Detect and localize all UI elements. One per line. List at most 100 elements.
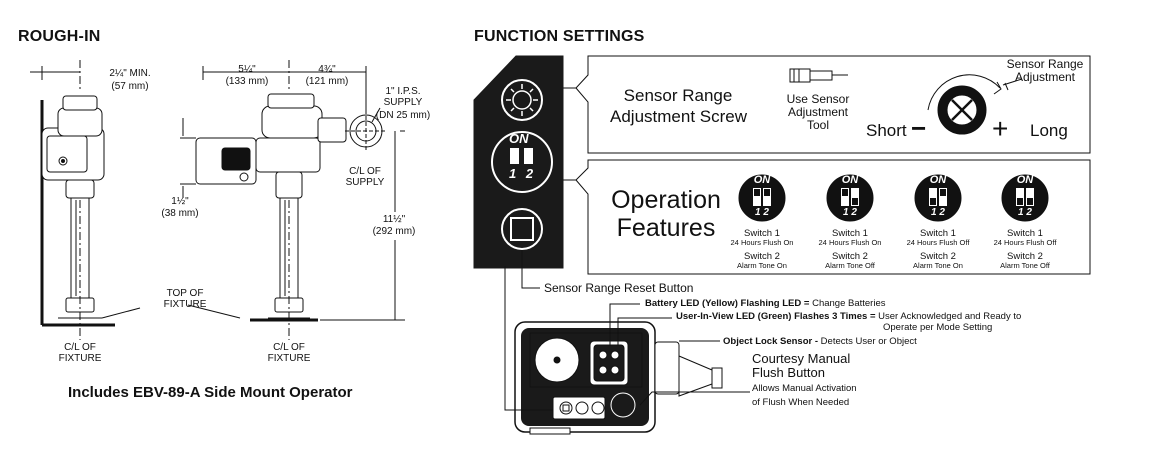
sensor-range-label-2: Adjustment Screw (610, 107, 747, 126)
courtesy-label-1: Courtesy Manual (752, 351, 851, 366)
object-lock-callout: Object Lock Sensor - Detects User or Obj… (723, 336, 917, 347)
dip-on-label: ON (841, 174, 859, 186)
mode-switch2-desc: Alarm Tone Off (1000, 261, 1050, 270)
mode-switch1-desc: 24 Hours Flush Off (906, 238, 970, 247)
dip-switch-slot (1026, 188, 1034, 206)
dip-switch-knob (852, 198, 858, 205)
dim-right-mm: (121 mm) (305, 76, 349, 87)
cl-supply-1: C/L OF (349, 166, 381, 177)
supply-label-mm: (DN 25 mm) (375, 110, 431, 121)
dip-switch-knob (940, 189, 946, 196)
dim-small-mm: (38 mm) (161, 208, 199, 219)
dip-switch-slot (929, 188, 937, 206)
cl-fixture-right-1: C/L OF (273, 342, 305, 353)
supply-label: 1" I.P.S. (385, 86, 421, 97)
supply-label-2: SUPPLY (383, 97, 423, 108)
mode-switch1-desc: 24 Hours Flush Off (993, 238, 1057, 247)
dip-switch-knob (842, 189, 848, 196)
operation-label-1: Operation (611, 186, 721, 214)
battery-led-callout: Battery LED (Yellow) Flashing LED = Chan… (645, 298, 886, 309)
user-led-text-1: User Acknowledged and Ready to (878, 311, 1022, 322)
mode-switch2-label: Switch 2 (744, 251, 780, 262)
mode-switch1-label: Switch 1 (832, 228, 868, 239)
top-of-fixture-1: TOP OF (166, 288, 204, 299)
minus-icon: − (911, 113, 927, 143)
dip-switch-slot (841, 188, 849, 206)
rough-in-title: ROUGH-IN (18, 28, 101, 45)
function-settings-title: FUNCTION SETTINGS (474, 28, 645, 45)
dim-left-mm: (133 mm) (225, 76, 269, 87)
dip-switch-icon (914, 174, 962, 222)
mode-switch1-desc: 24 Hours Flush On (730, 238, 794, 247)
mode-switch1-desc: 24 Hours Flush On (818, 238, 882, 247)
tool-label-3: Tool (806, 118, 829, 132)
panel-on-label: ON (509, 131, 529, 146)
reset-button-label: Sensor Range Reset Button (544, 281, 694, 295)
courtesy-label-2: Flush Button (752, 365, 825, 380)
mode-switch1-label: Switch 1 (744, 228, 780, 239)
range-dial (927, 74, 1023, 135)
mode-switch2-label: Switch 2 (1007, 251, 1043, 262)
cl-fixture-left-1: C/L OF (64, 342, 96, 353)
dip-switch-icon (738, 174, 786, 222)
mode-switch2-desc: Alarm Tone On (737, 261, 787, 270)
dip-on-label: ON (929, 174, 947, 186)
dim-height-mm: (292 mm) (372, 226, 416, 237)
sensor-range-label-1: Sensor Range (623, 86, 733, 105)
dip-switch-numbers: 1 2 (1018, 207, 1032, 218)
dip-switch-slot (851, 188, 859, 206)
dim-small: 1½" (171, 196, 189, 207)
dim-min-width: 2¼" MIN. (109, 68, 151, 79)
user-led-text-2: Operate per Mode Setting (883, 322, 993, 333)
dim-height: 11½" (382, 214, 406, 225)
mode-switch2-desc: Alarm Tone Off (825, 261, 875, 270)
adjustment-tool (789, 68, 848, 83)
dip-switch-numbers: 1 2 (843, 207, 857, 218)
flushometer-side-view (30, 60, 115, 340)
controller-board (514, 321, 723, 435)
dip-switch-slot (763, 188, 771, 206)
mode-switch2-label: Switch 2 (920, 251, 956, 262)
dip-switch-knob (1017, 198, 1023, 205)
dim-left: 5¼" (238, 64, 256, 75)
mode-switch2-desc: Alarm Tone On (913, 261, 963, 270)
top-of-fixture-2: FIXTURE (163, 299, 207, 310)
flushometer-front-view (101, 60, 405, 340)
dip-switch-slot (753, 188, 761, 206)
object-lock-text: Detects User or Object (820, 336, 917, 347)
dip-switch-knob (764, 189, 770, 196)
dip-switch-knob (930, 198, 936, 205)
dip-switch-slot (1016, 188, 1024, 206)
mode-switch1-label: Switch 1 (1007, 228, 1043, 239)
cl-fixture-left-2: FIXTURE (58, 353, 102, 364)
dim-min-width-mm: (57 mm) (111, 81, 149, 92)
cl-fixture-right-2: FIXTURE (267, 353, 311, 364)
dip-switch-slot (939, 188, 947, 206)
courtesy-desc-2: of Flush When Needed (752, 397, 850, 408)
tool-label-2: Adjustment (787, 105, 849, 119)
operation-label-2: Features (616, 214, 716, 242)
dip-on-label: ON (1016, 174, 1034, 186)
dip-switch-knob (1027, 198, 1033, 205)
short-label: Short (866, 121, 907, 140)
plus-icon: + (992, 113, 1009, 144)
user-led-callout: User-In-View LED (Green) Flashes 3 Times… (676, 311, 1021, 322)
range-adjustment-label-1: Sensor Range (1006, 57, 1084, 71)
battery-led-text: Change Batteries (812, 298, 886, 309)
mode-switch1-label: Switch 1 (920, 228, 956, 239)
user-led-bold: User-In-View LED (Green) Flashes 3 Times… (676, 311, 876, 322)
dip-switch-numbers: 1 2 (931, 207, 945, 218)
object-lock-bold: Object Lock Sensor - (723, 336, 819, 347)
panel-switch-numbers: 1 2 (509, 166, 537, 181)
dim-right: 4¾" (318, 64, 336, 75)
range-adjustment-label-2: Adjustment (1014, 70, 1076, 84)
mode-switch2-label: Switch 2 (832, 251, 868, 262)
rough-in-caption: Includes EBV-89-A Side Mount Operator (68, 384, 353, 401)
dip-switch-knob (754, 189, 760, 196)
dip-switch-icon (1001, 174, 1049, 222)
tool-label-1: Use Sensor (786, 92, 850, 106)
cl-supply-2: SUPPLY (345, 177, 385, 188)
battery-led-bold: Battery LED (Yellow) Flashing LED = (645, 298, 810, 309)
long-label: Long (1030, 121, 1068, 140)
